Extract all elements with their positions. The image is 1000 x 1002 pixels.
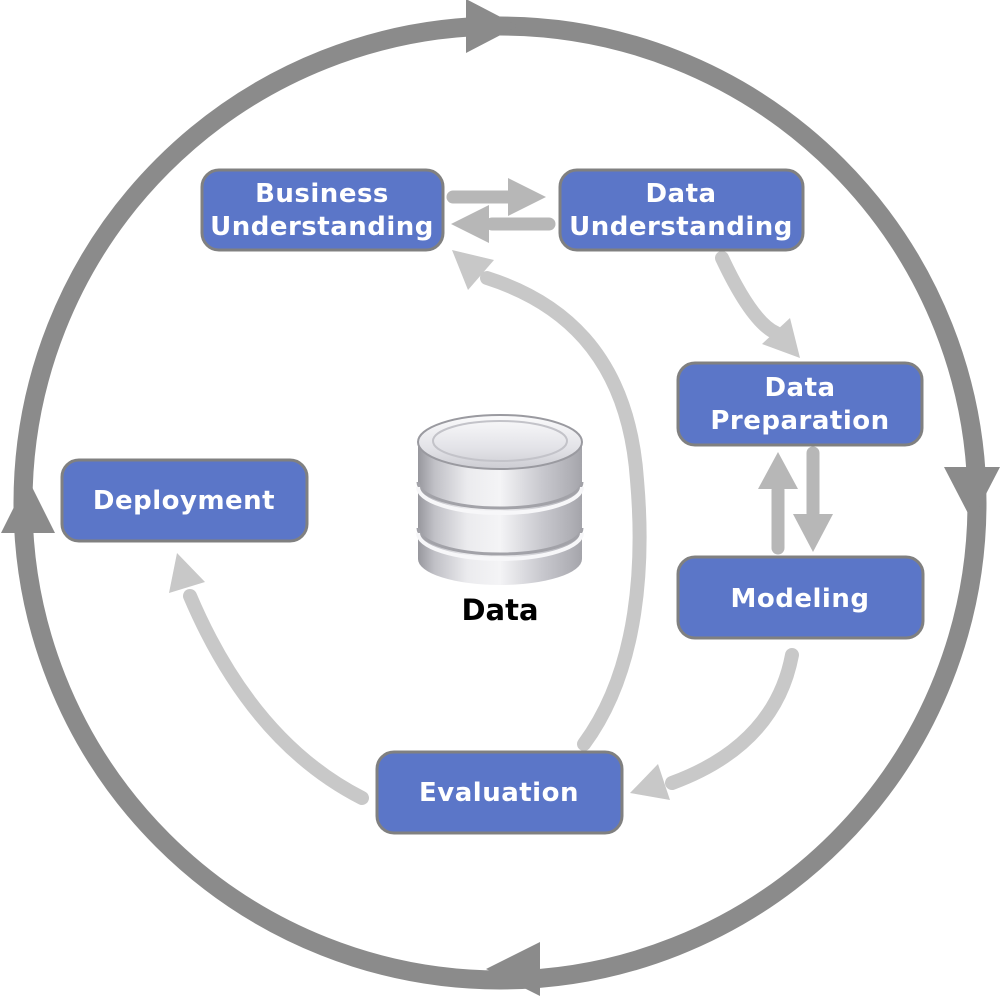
arrow-data-preparation-to-modeling — [793, 446, 833, 552]
node-label-line2: Understanding — [210, 212, 434, 242]
arrowhead-up-left-icon — [452, 250, 494, 290]
arrowhead-up-icon — [169, 553, 205, 593]
arrow-shaft — [480, 271, 647, 751]
arrow-evaluation-to-deployment — [169, 553, 369, 805]
arrow-business-to-data-understanding — [446, 178, 546, 216]
node-label-line2: Understanding — [569, 212, 793, 242]
arrow-shaft — [183, 589, 369, 805]
node-box — [200, 168, 445, 252]
node-label: Modeling — [731, 584, 870, 614]
arrowhead-left-icon — [630, 764, 670, 800]
node-deployment: Deployment — [60, 458, 309, 543]
node-data-preparation: Data Preparation — [676, 361, 924, 447]
arrow-data-understanding-to-data-preparation — [715, 251, 800, 358]
node-evaluation: Evaluation — [375, 750, 624, 835]
arrowhead-left-icon — [451, 205, 489, 243]
arrow-data-understanding-to-business — [451, 205, 556, 243]
database-groove-highlight — [416, 532, 584, 561]
node-label: Deployment — [93, 486, 275, 516]
node-box — [60, 458, 309, 543]
arrow-modeling-to-evaluation — [630, 648, 799, 800]
database-top-rim — [432, 420, 568, 462]
database-groove-highlight — [416, 486, 584, 515]
arrowhead-down-icon — [793, 514, 833, 552]
node-label-line1: Business — [255, 179, 389, 209]
database-groove — [416, 527, 584, 556]
arrow-shaft — [665, 648, 799, 790]
node-label-line1: Data — [645, 179, 716, 209]
cycle-arrowhead-left-icon — [1, 479, 55, 533]
cycle-arrowhead-top-icon — [466, 0, 518, 53]
node-box — [676, 361, 924, 447]
node-data-understanding: Data Understanding — [558, 168, 805, 252]
arrowhead-up-icon — [758, 452, 798, 489]
arrow-shaft — [715, 251, 783, 340]
node-label-line1: Data — [764, 373, 835, 403]
node-label-line2: Preparation — [710, 406, 889, 436]
node-box — [676, 555, 925, 640]
node-box — [375, 750, 624, 835]
node-business-understanding: Business Understanding — [200, 168, 445, 252]
arrow-modeling-to-data-preparation — [758, 452, 798, 555]
database-icon — [416, 414, 584, 585]
cycle-arrowhead-bottom-icon — [486, 942, 540, 996]
arrowhead-right-icon — [508, 178, 546, 216]
node-modeling: Modeling — [676, 555, 925, 640]
arrow-evaluation-to-business-understanding — [452, 250, 647, 751]
node-box — [558, 168, 805, 252]
node-label: Evaluation — [419, 778, 579, 808]
data-store-label: Data — [461, 593, 538, 627]
database-top — [417, 414, 583, 470]
database-groove — [416, 481, 584, 510]
arrowhead-down-right-icon — [762, 318, 800, 358]
cycle-arrowhead-right-icon — [944, 467, 1000, 521]
